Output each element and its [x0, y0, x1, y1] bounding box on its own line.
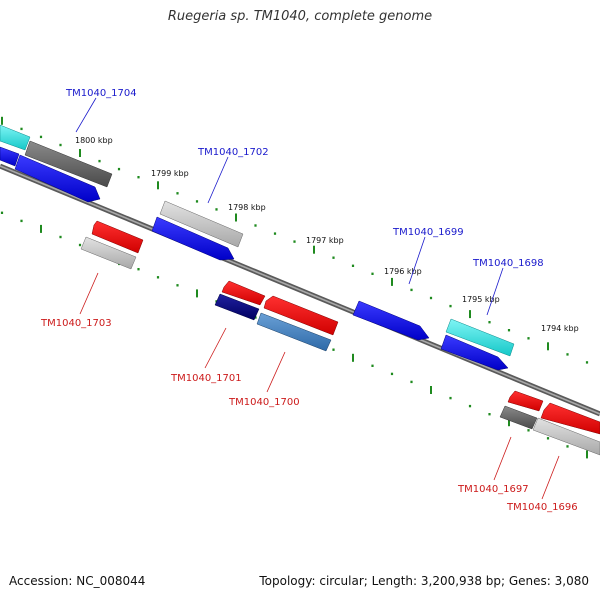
kbp-label: 1798 kbp [228, 203, 266, 212]
gene-arrow-cyan[interactable] [445, 318, 515, 357]
gene-label-tm1040-1701[interactable]: TM1040_1701 [170, 373, 242, 384]
gene-arrow-cyan[interactable] [0, 124, 31, 151]
kbp-label: 1797 kbp [306, 236, 344, 245]
reverse-strand-genes [80, 220, 600, 456]
accession-text: Accession: NC_008044 [9, 574, 146, 588]
gene-arrow[interactable] [440, 334, 509, 371]
gene-arrow-grey[interactable] [80, 236, 137, 270]
gene-labels: TM1040_1704 TM1040_1702 TM1040_1699 TM10… [40, 88, 578, 513]
gene-arrow-grey[interactable] [532, 417, 600, 456]
gene-label-tm1040-1697[interactable]: TM1040_1697 [457, 484, 529, 495]
gene-arrow-navy[interactable] [214, 293, 260, 321]
forward-strand-genes [0, 124, 515, 371]
kbp-label: 1796 kbp [384, 267, 422, 276]
kbp-scale: 1800 kbp 1799 kbp 1798 kbp 1797 kbp 1796… [75, 136, 579, 333]
gene-arrow-steel[interactable] [256, 312, 332, 352]
gene-arrow[interactable] [263, 295, 339, 336]
gene-arrow-grey[interactable] [499, 405, 538, 430]
gene-arrow[interactable] [352, 300, 430, 341]
gene-arrow[interactable] [91, 220, 144, 254]
gene-arrow[interactable] [151, 216, 235, 261]
gene-arrow-grey[interactable] [24, 140, 113, 188]
gene-label-tm1040-1698[interactable]: TM1040_1698 [472, 258, 544, 269]
gene-label-tm1040-1704[interactable]: TM1040_1704 [65, 88, 137, 99]
gene-arrow[interactable] [507, 390, 544, 412]
gene-arrow-grey[interactable] [159, 200, 244, 248]
kbp-label: 1800 kbp [75, 136, 113, 145]
gene-label-tm1040-1699[interactable]: TM1040_1699 [392, 227, 464, 238]
gene-arrow[interactable] [14, 154, 101, 203]
gene-arrow[interactable] [0, 146, 20, 167]
gene-label-tm1040-1696[interactable]: TM1040_1696 [506, 502, 578, 513]
upper-tick-track [1, 116, 589, 364]
kbp-label: 1799 kbp [151, 169, 189, 178]
gene-arrow[interactable] [221, 280, 266, 306]
gene-leader-lines [75, 97, 560, 500]
gene-label-tm1040-1703[interactable]: TM1040_1703 [40, 318, 112, 329]
topology-text: Topology: circular; Length: 3,200,938 bp… [259, 574, 589, 588]
kbp-label: 1794 kbp [541, 324, 579, 333]
gene-label-tm1040-1702[interactable]: TM1040_1702 [197, 147, 269, 158]
gene-label-tm1040-1700[interactable]: TM1040_1700 [228, 397, 300, 408]
genome-backbone [0, 163, 600, 417]
gene-arrow[interactable] [540, 402, 600, 435]
map-title: Ruegeria sp. TM1040, complete genome [167, 9, 433, 24]
kbp-label: 1795 kbp [462, 295, 500, 304]
